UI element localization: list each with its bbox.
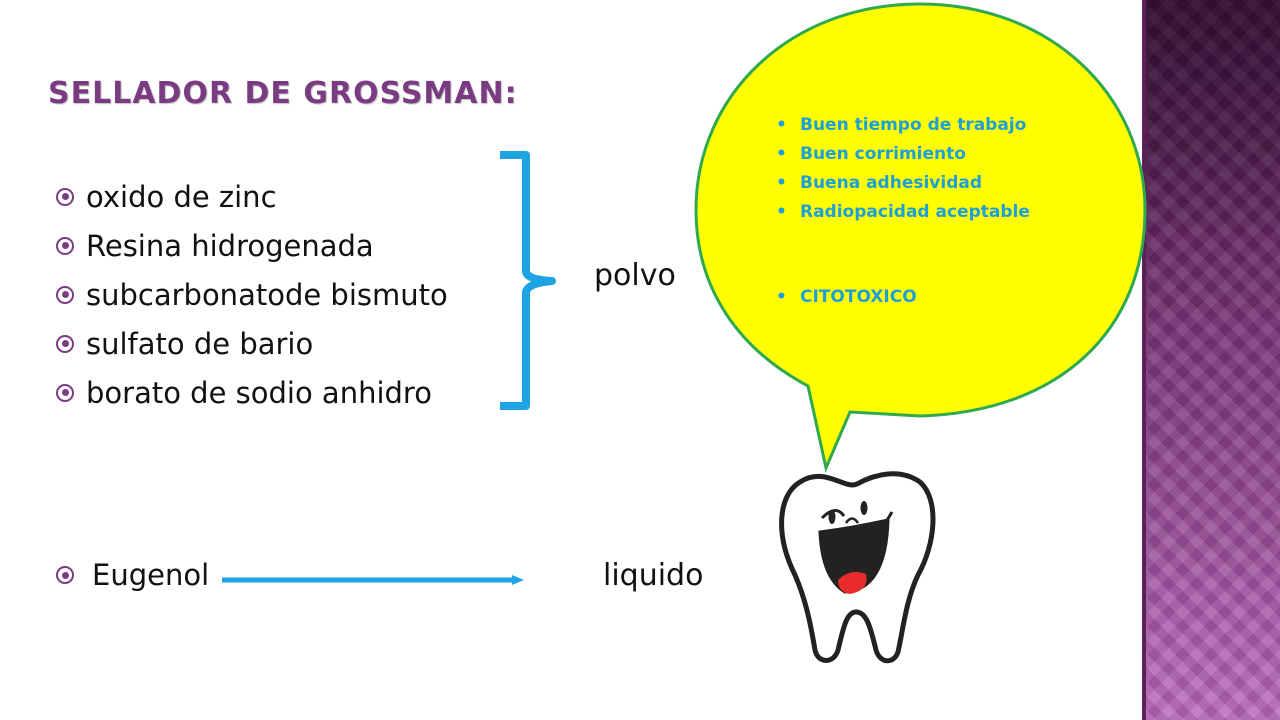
arrow-icon xyxy=(222,575,524,585)
circled-dot-icon xyxy=(56,383,74,402)
slide-title: SELLADOR DE GROSSMAN: xyxy=(48,76,518,111)
circled-dot-icon xyxy=(56,187,74,206)
liquid-item-text: Eugenol xyxy=(92,558,210,592)
list-item-text: borato de sodio anhidro xyxy=(86,375,432,410)
bubble-point: Radiopacidad aceptable xyxy=(776,201,1030,230)
list-item: subcarbonatode bismuto xyxy=(50,270,448,319)
bubble-point: Buen tiempo de trabajo xyxy=(776,114,1030,143)
list-item-text: subcarbonatode bismuto xyxy=(86,277,448,312)
list-item-text: Resina hidrogenada xyxy=(86,228,374,263)
powder-label: polvo xyxy=(594,258,676,293)
list-item: Resina hidrogenada xyxy=(50,221,448,270)
bubble-warning: CITOTOXICO xyxy=(776,286,1030,315)
list-item-text: oxido de zinc xyxy=(86,179,277,214)
bubble-points-list: Buen tiempo de trabajo Buen corrimiento … xyxy=(776,114,1030,315)
liquid-label: liquido xyxy=(603,558,704,593)
powder-ingredients-list: oxido de zinc Resina hidrogenada subcarb… xyxy=(50,172,448,417)
bubble-point: Buen corrimiento xyxy=(776,143,1030,172)
circled-dot-icon xyxy=(56,285,74,304)
curly-bracket-icon xyxy=(500,151,556,410)
list-item: borato de sodio anhidro xyxy=(50,368,448,417)
list-item: oxido de zinc xyxy=(50,172,448,221)
circled-dot-icon xyxy=(56,566,74,584)
circled-dot-icon xyxy=(56,334,74,353)
smiling-tooth-icon xyxy=(779,471,936,664)
bubble-point: Buena adhesividad xyxy=(776,172,1030,201)
circled-dot-icon xyxy=(56,236,74,255)
liquid-item: Eugenol xyxy=(56,558,209,592)
decorative-side-band xyxy=(1142,0,1280,720)
list-item-text: sulfato de bario xyxy=(86,326,314,361)
list-item: sulfato de bario xyxy=(50,319,448,368)
